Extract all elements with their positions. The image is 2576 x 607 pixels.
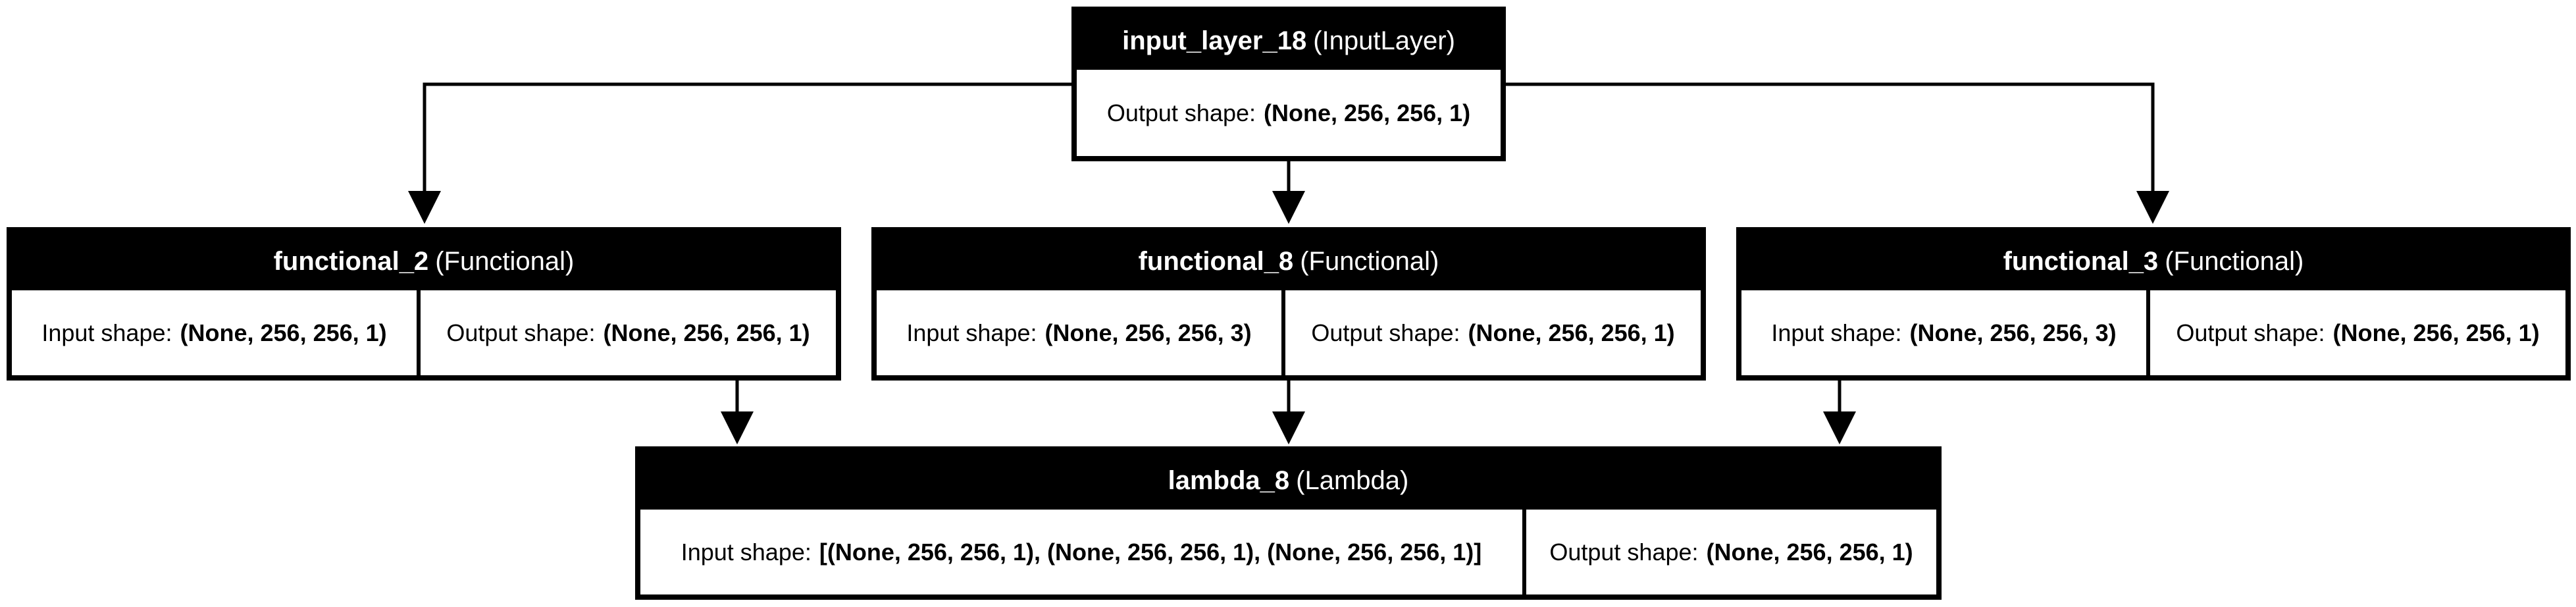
edge-input-to-functional-3 xyxy=(1506,82,2169,224)
node-input-layer-output-shape: Output shape: (None, 256, 256, 1) xyxy=(1077,70,1501,156)
node-functional-8-header: functional_8 (Functional) xyxy=(877,232,1701,290)
node-functional-8-input-shape: Input shape: (None, 256, 256, 3) xyxy=(877,290,1281,375)
output-shape-label: Output shape: xyxy=(1311,319,1460,346)
output-shape-label: Output shape: xyxy=(2176,319,2325,346)
node-input-layer-type: (InputLayer) xyxy=(1313,26,1455,55)
node-functional-8[interactable]: functional_8 (Functional) Input shape: (… xyxy=(871,227,1706,381)
node-functional-3-output-shape: Output shape: (None, 256, 256, 1) xyxy=(2146,290,2565,375)
output-shape-value: (None, 256, 256, 1) xyxy=(1706,538,1913,566)
input-shape-value: (None, 256, 256, 3) xyxy=(1044,319,1252,346)
node-functional-3-header: functional_3 (Functional) xyxy=(1741,232,2565,290)
node-lambda[interactable]: lambda_8 (Lambda) Input shape: [(None, 2… xyxy=(635,446,1942,600)
output-shape-value: (None, 256, 256, 1) xyxy=(603,319,810,346)
node-lambda-type: (Lambda) xyxy=(1296,465,1409,495)
node-functional-2-type: (Functional) xyxy=(435,246,575,276)
node-functional-3[interactable]: functional_3 (Functional) Input shape: (… xyxy=(1736,227,2571,381)
node-lambda-header: lambda_8 (Lambda) xyxy=(640,452,1936,510)
node-input-layer-name: input_layer_18 xyxy=(1122,26,1307,55)
node-functional-3-name: functional_3 xyxy=(2003,246,2159,276)
output-shape-label: Output shape: xyxy=(446,319,596,346)
node-functional-2-input-shape: Input shape: (None, 256, 256, 1) xyxy=(12,290,417,375)
input-shape-label: Input shape: xyxy=(906,319,1037,346)
node-functional-8-output-shape: Output shape: (None, 256, 256, 1) xyxy=(1281,290,1701,375)
input-shape-label: Input shape: xyxy=(1771,319,1902,346)
node-input-layer-header: input_layer_18 (InputLayer) xyxy=(1077,12,1501,70)
input-shape-value: (None, 256, 256, 3) xyxy=(1909,319,2117,346)
node-functional-2-name: functional_2 xyxy=(273,246,429,276)
node-functional-2-output-shape: Output shape: (None, 256, 256, 1) xyxy=(417,290,836,375)
input-shape-label: Input shape: xyxy=(41,319,172,346)
node-functional-3-input-shape: Input shape: (None, 256, 256, 3) xyxy=(1741,290,2146,375)
node-functional-2[interactable]: functional_2 (Functional) Input shape: (… xyxy=(7,227,841,381)
output-shape-value: (None, 256, 256, 1) xyxy=(2332,319,2540,346)
node-functional-8-shapes: Input shape: (None, 256, 256, 3) Output … xyxy=(877,290,1701,375)
output-shape-label: Output shape: xyxy=(1549,538,1699,566)
input-shape-label: Input shape: xyxy=(681,538,811,566)
input-shape-value: [(None, 256, 256, 1), (None, 256, 256, 1… xyxy=(819,538,1482,566)
node-functional-3-type: (Functional) xyxy=(2165,246,2304,276)
node-functional-2-header: functional_2 (Functional) xyxy=(12,232,836,290)
output-shape-value: (None, 256, 256, 1) xyxy=(1468,319,1675,346)
node-input-layer-shapes: Output shape: (None, 256, 256, 1) xyxy=(1077,70,1501,156)
node-functional-8-name: functional_8 xyxy=(1138,246,1294,276)
node-lambda-name: lambda_8 xyxy=(1168,465,1290,495)
node-input-layer[interactable]: input_layer_18 (InputLayer) Output shape… xyxy=(1071,7,1506,161)
input-shape-value: (None, 256, 256, 1) xyxy=(180,319,387,346)
output-shape-label: Output shape: xyxy=(1106,99,1256,126)
node-lambda-output-shape: Output shape: (None, 256, 256, 1) xyxy=(1522,510,1936,594)
node-functional-8-type: (Functional) xyxy=(1300,246,1439,276)
output-shape-value: (None, 256, 256, 1) xyxy=(1264,99,1471,126)
node-functional-3-shapes: Input shape: (None, 256, 256, 3) Output … xyxy=(1741,290,2565,375)
node-lambda-shapes: Input shape: [(None, 256, 256, 1), (None… xyxy=(640,510,1936,594)
node-lambda-input-shape: Input shape: [(None, 256, 256, 1), (None… xyxy=(640,510,1522,594)
node-functional-2-shapes: Input shape: (None, 256, 256, 1) Output … xyxy=(12,290,836,375)
edge-input-to-functional-2 xyxy=(408,82,1071,224)
